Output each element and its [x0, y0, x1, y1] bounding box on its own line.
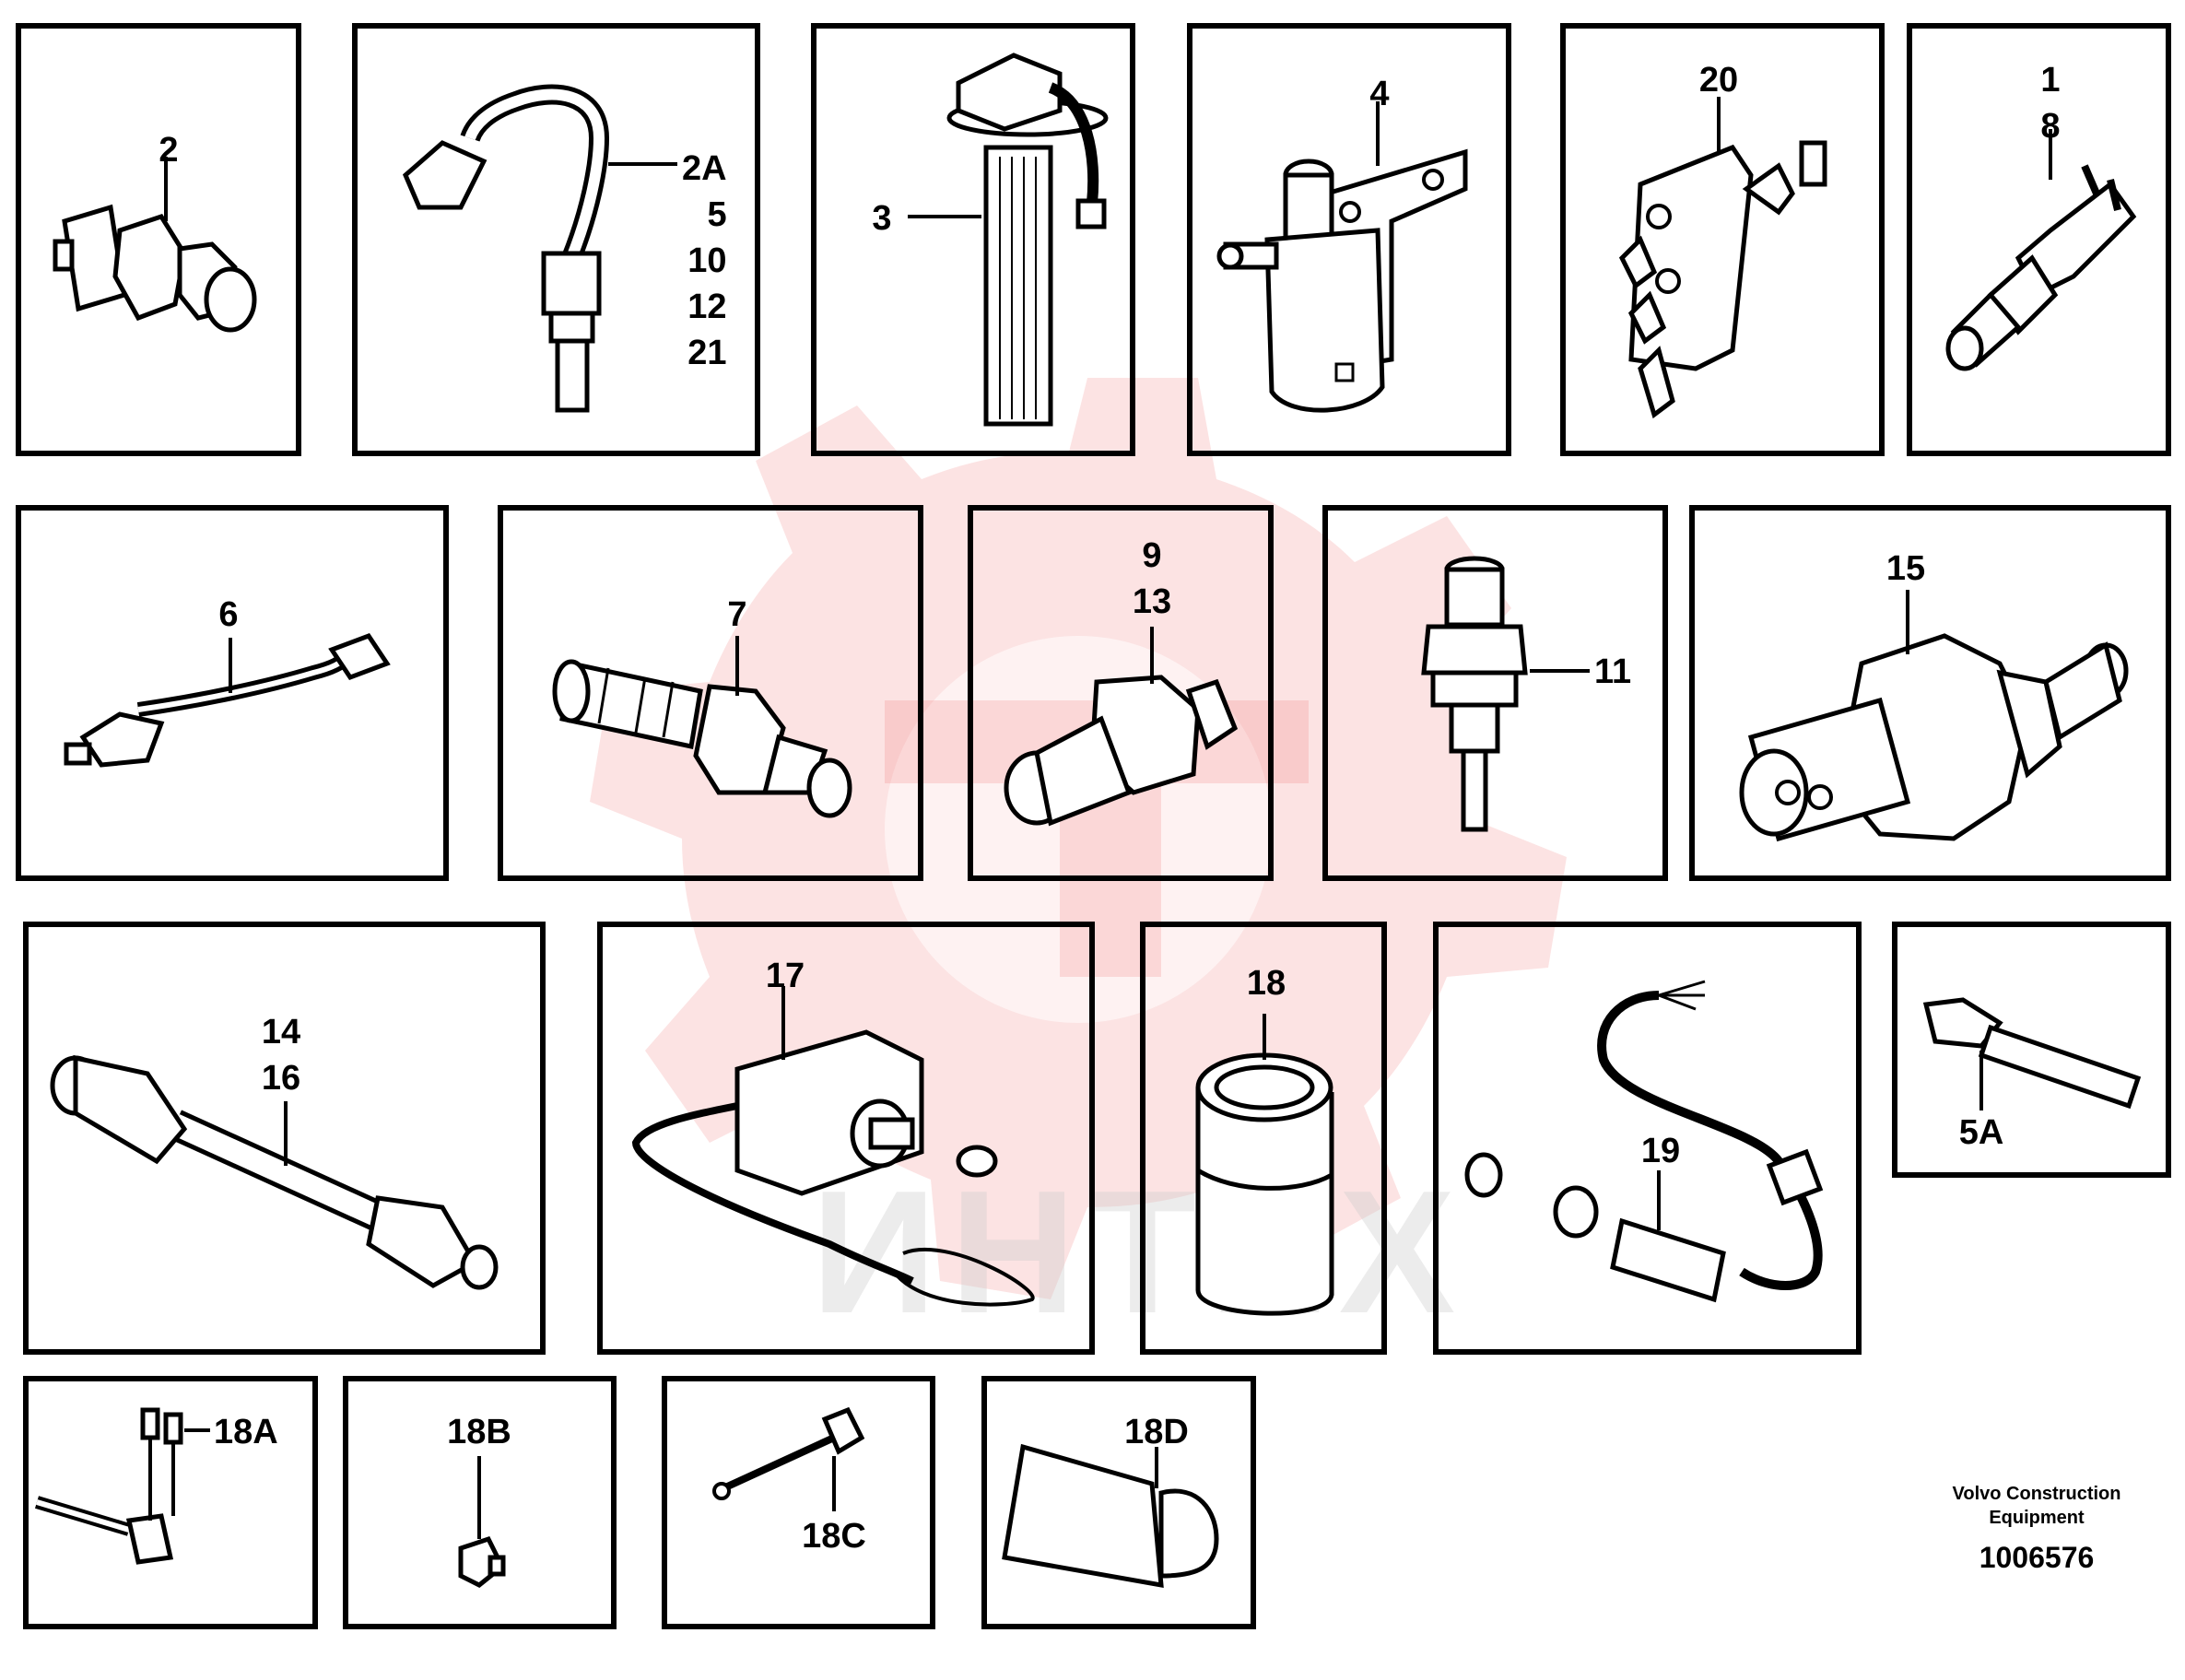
callout-4: 4 [1369, 75, 1390, 113]
callout-3: 3 [872, 199, 892, 238]
panel-part-18C [662, 1376, 935, 1629]
manufacturer-line-2: Equipment [1989, 1508, 2085, 1528]
callout-10: 10 [687, 241, 727, 280]
panel-part-2 [16, 23, 301, 456]
panel-part-18A [23, 1376, 318, 1629]
footer-block: Volvo Construction Equipment 1006576 [1926, 1482, 2147, 1575]
panel-part-20 [1560, 23, 1885, 456]
callout-6: 6 [218, 595, 239, 634]
callout-11: 11 [1594, 652, 1632, 691]
panel-part-15 [1689, 505, 2171, 881]
callout-5A: 5A [1958, 1113, 2004, 1152]
callout-18C: 18C [802, 1517, 866, 1556]
callout-21: 21 [687, 334, 727, 372]
callout-19: 19 [1640, 1132, 1681, 1170]
panel-part-5A [1892, 922, 2171, 1178]
callout-5: 5 [707, 195, 727, 234]
callout-14-group: 14 16 [262, 1009, 300, 1101]
manufacturer-line-1: Volvo Construction [1952, 1484, 2121, 1504]
panel-part-6 [16, 505, 449, 881]
callout-18A: 18A [214, 1413, 278, 1451]
callout-1-group: 1 8 [2040, 57, 2060, 149]
callout-20: 20 [1698, 61, 1739, 100]
callout-18D: 18D [1124, 1413, 1189, 1451]
callout-18B: 18B [447, 1413, 511, 1451]
panel-part-17 [597, 922, 1095, 1355]
panel-part-9 [968, 505, 1274, 881]
panel-part-11 [1322, 505, 1668, 881]
callout-2A-group: 2A 5 10 12 21 [682, 146, 727, 376]
panel-part-7 [498, 505, 923, 881]
watermark-text: ИНТЕХ [811, 1155, 1469, 1350]
callout-16: 16 [261, 1059, 301, 1098]
callout-2: 2 [159, 131, 179, 170]
drawing-number: 1006576 [1979, 1541, 2095, 1574]
panel-part-1 [1907, 23, 2171, 456]
callout-18: 18 [1246, 964, 1286, 1003]
panel-part-2A [352, 23, 760, 456]
panel-part-18 [1140, 922, 1387, 1355]
panel-part-18B [343, 1376, 617, 1629]
callout-7: 7 [727, 595, 747, 634]
callout-8: 8 [2040, 107, 2061, 146]
callout-12: 12 [687, 288, 727, 326]
callout-17: 17 [765, 957, 805, 995]
panel-part-3 [811, 23, 1135, 456]
callout-2A: 2A [682, 149, 727, 188]
callout-14: 14 [261, 1013, 301, 1051]
panel-part-19 [1433, 922, 1862, 1355]
panel-part-18D [981, 1376, 1256, 1629]
callout-13: 13 [1132, 582, 1172, 621]
panel-part-4 [1187, 23, 1511, 456]
panel-part-14 [23, 922, 546, 1355]
callout-15: 15 [1885, 549, 1926, 588]
callout-9-group: 9 13 [1133, 533, 1171, 625]
callout-9: 9 [1142, 536, 1162, 575]
callout-1: 1 [2040, 61, 2061, 100]
